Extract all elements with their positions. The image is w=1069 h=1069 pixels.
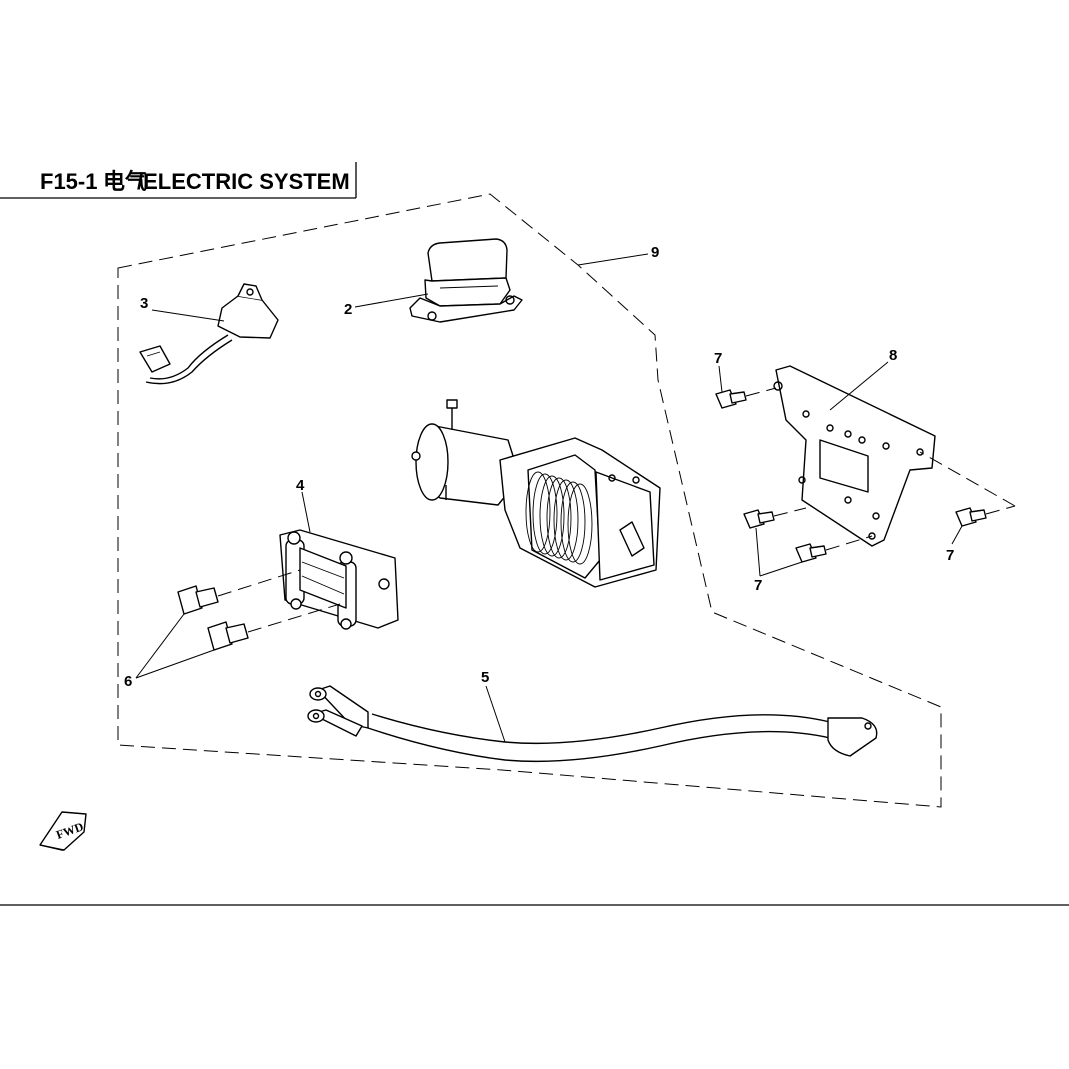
part-4-roller-fairlead [279,529,399,630]
part-8-mounting-plate [773,365,936,547]
callout-7-bottom: 7 [754,577,762,594]
callout-4: 4 [296,477,305,494]
fwd-arrow-icon: FWD [39,811,87,851]
callout-leaders [135,253,963,743]
title-block: F15-1 电气 /ELECTRIC SYSTEM [0,162,357,199]
assembly-boundary [117,193,942,808]
callout-8: 8 [889,347,897,364]
diagram-title-en: /ELECTRIC SYSTEM [137,169,350,194]
part-3-connector [139,283,279,385]
winch-assembly [411,399,661,588]
part-6-bolts [177,569,341,651]
callout-6: 6 [124,673,132,690]
callout-numbers: 2 3 4 5 6 7 7 7 8 9 [124,244,954,690]
diagram-code: F15-1 [40,169,97,194]
callout-9: 9 [651,244,659,261]
part-2-control-box [409,238,523,323]
callout-7-top: 7 [714,350,722,367]
part-5-cable [307,685,878,763]
drum-cable [525,471,593,565]
diagram-title-cn: 电气 [103,169,147,194]
part-7-bolts [715,387,1016,563]
callout-3: 3 [140,295,148,312]
callout-5: 5 [481,669,489,686]
callout-7-right: 7 [946,547,954,564]
callout-2: 2 [344,301,352,318]
